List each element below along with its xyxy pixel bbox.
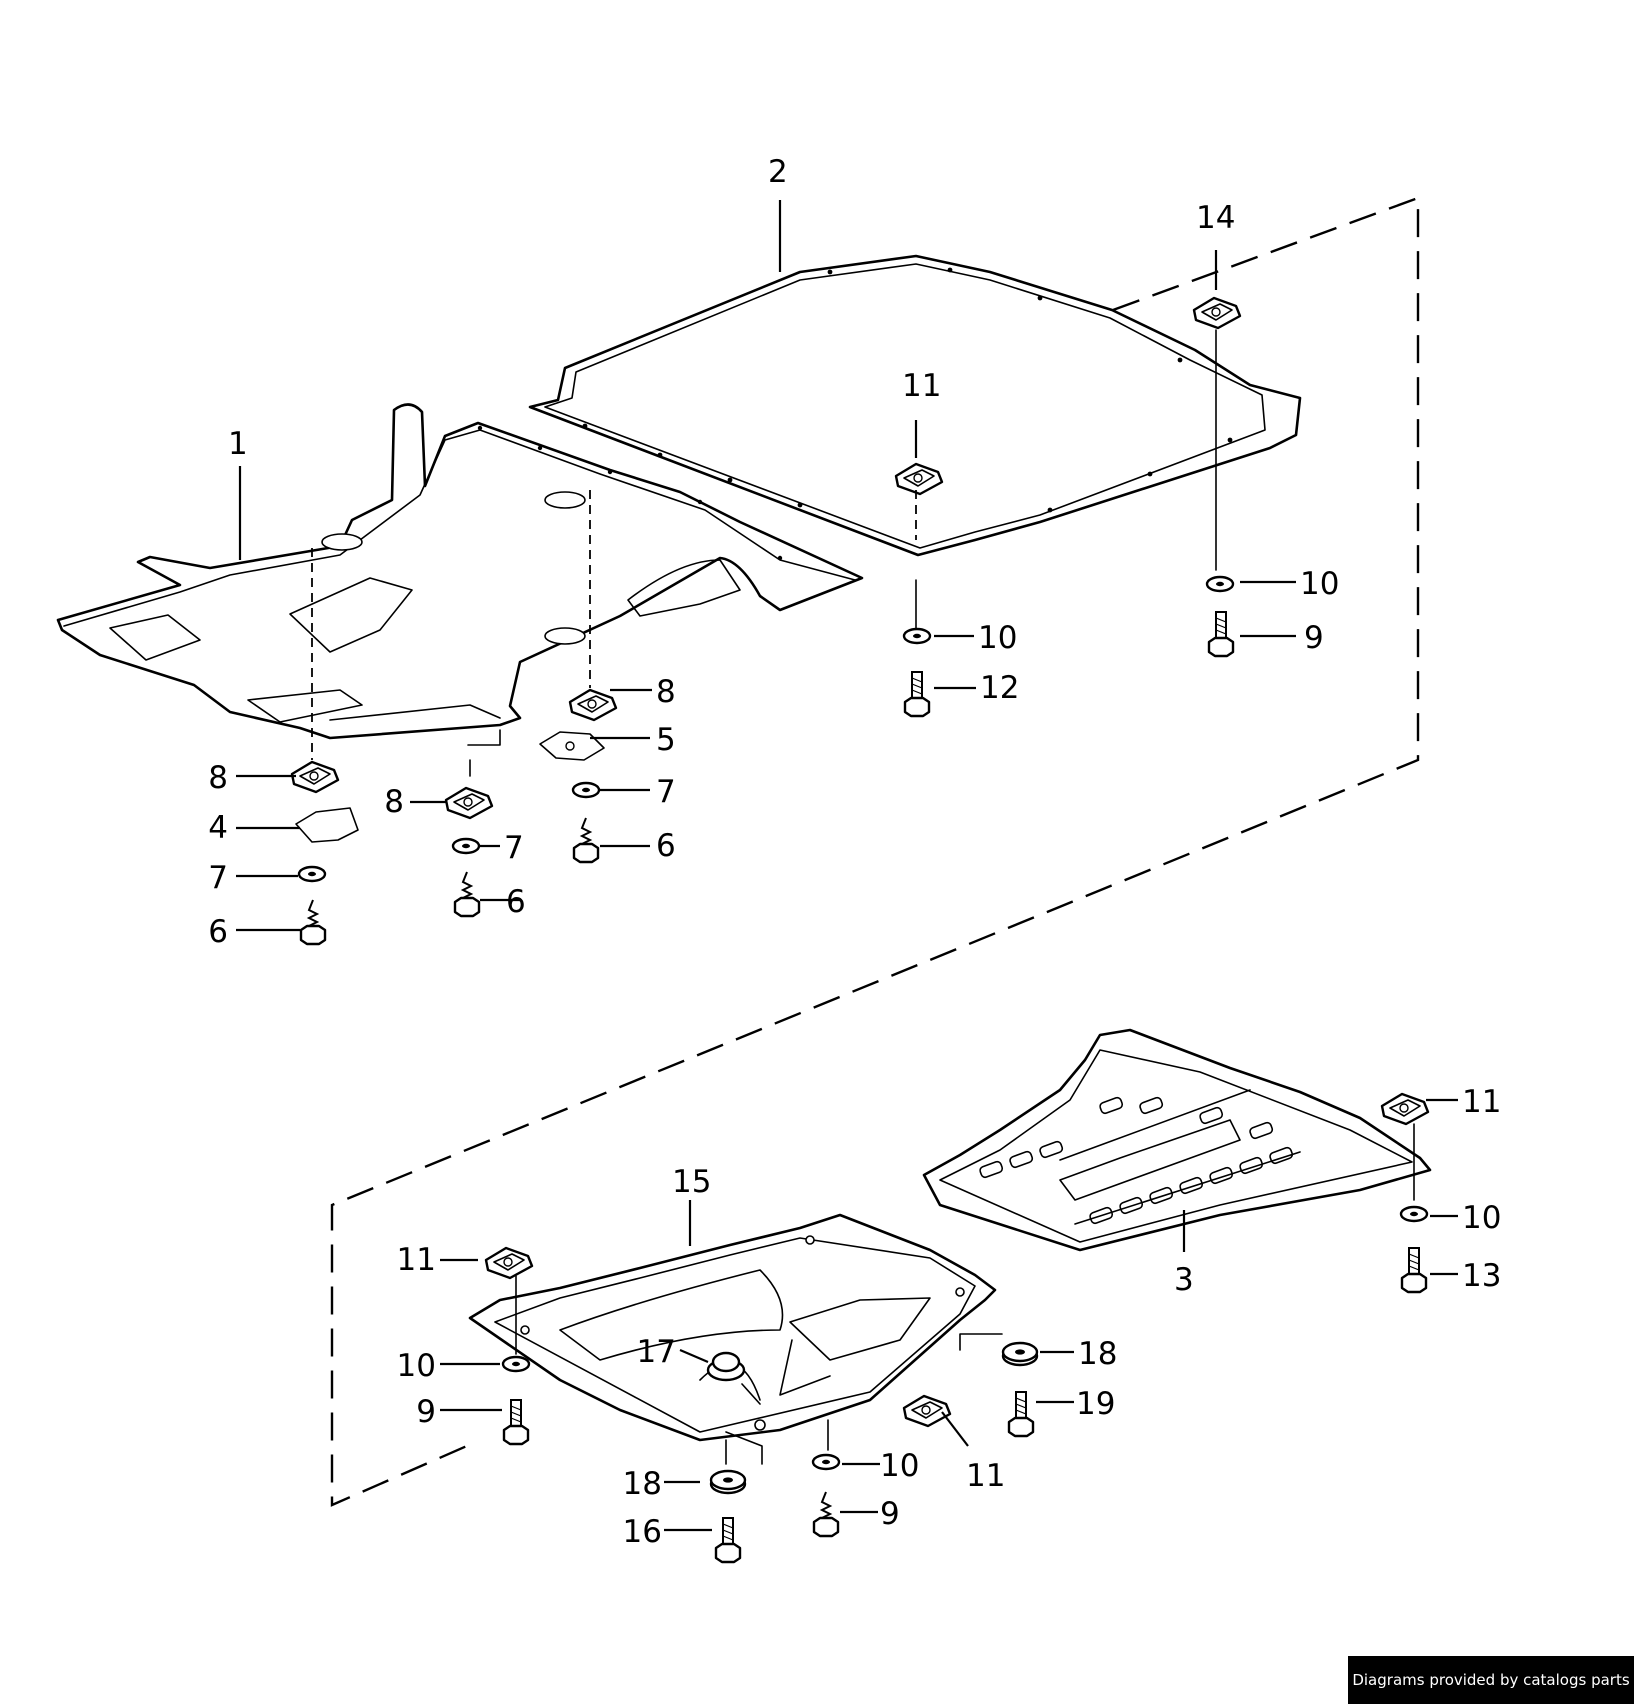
callout-9-bottom: 9: [880, 1496, 900, 1532]
callout-1: 1: [228, 426, 248, 462]
callout-6-left: 6: [208, 914, 228, 950]
callout-2: 2: [768, 154, 788, 190]
callout-8-left: 8: [208, 760, 228, 796]
callout-8-right: 8: [656, 674, 676, 710]
callout-18-left: 18: [623, 1466, 662, 1502]
credit-footer: Diagrams provided by catalogs parts: [1348, 1656, 1634, 1704]
callout-6-right: 6: [656, 828, 676, 864]
callout-19: 19: [1076, 1386, 1115, 1422]
skid-plate-part-3: [922, 1028, 1432, 1252]
callout-3: 3: [1174, 1262, 1194, 1298]
callout-10-right: 10: [1300, 566, 1339, 602]
center-plate-part-15: [468, 1213, 997, 1442]
callout-4: 4: [208, 810, 228, 846]
callout-18-right: 18: [1078, 1336, 1117, 1372]
clip-nut-8a: [290, 760, 340, 794]
callout-10-far-right: 10: [1462, 1200, 1501, 1236]
fasteners: [290, 296, 1430, 1564]
leader-lines: [236, 200, 1458, 1532]
callout-7-mid: 7: [504, 830, 524, 866]
callout-11-bottom: 11: [966, 1458, 1005, 1494]
callout-10-left: 10: [397, 1348, 436, 1384]
underbody-panel-part-2: [528, 254, 1302, 557]
underbody-panel-part-1: [56, 403, 864, 740]
callout-6-mid: 6: [506, 884, 526, 920]
callout-17: 17: [637, 1334, 676, 1370]
callout-7-left: 7: [208, 860, 228, 896]
callout-14: 14: [1196, 200, 1235, 236]
callout-15: 15: [672, 1164, 711, 1200]
callout-11-left: 11: [397, 1242, 436, 1278]
callout-10-bottom: 10: [880, 1448, 919, 1484]
gasket-4: [295, 807, 359, 843]
group-boundary-dashed: [330, 196, 1420, 1507]
callout-11-top: 11: [902, 368, 941, 404]
callout-7-right: 7: [656, 774, 676, 810]
callout-9-left: 9: [416, 1394, 436, 1430]
callout-9-right: 9: [1304, 620, 1324, 656]
callout-10-center: 10: [978, 620, 1017, 656]
callout-11-right: 11: [1462, 1084, 1501, 1120]
callout-8-mid: 8: [384, 784, 404, 820]
callout-13: 13: [1462, 1258, 1501, 1294]
callout-5: 5: [656, 722, 676, 758]
callout-12: 12: [980, 670, 1019, 706]
callout-16: 16: [623, 1514, 662, 1550]
callout-labels: 1 2 3 14 11 15 8 4 7 6 8 7 6 8 5 7 6 10 …: [208, 154, 1501, 1550]
assembly-dash-lines: [311, 329, 1415, 1465]
gasket-5: [539, 731, 605, 761]
